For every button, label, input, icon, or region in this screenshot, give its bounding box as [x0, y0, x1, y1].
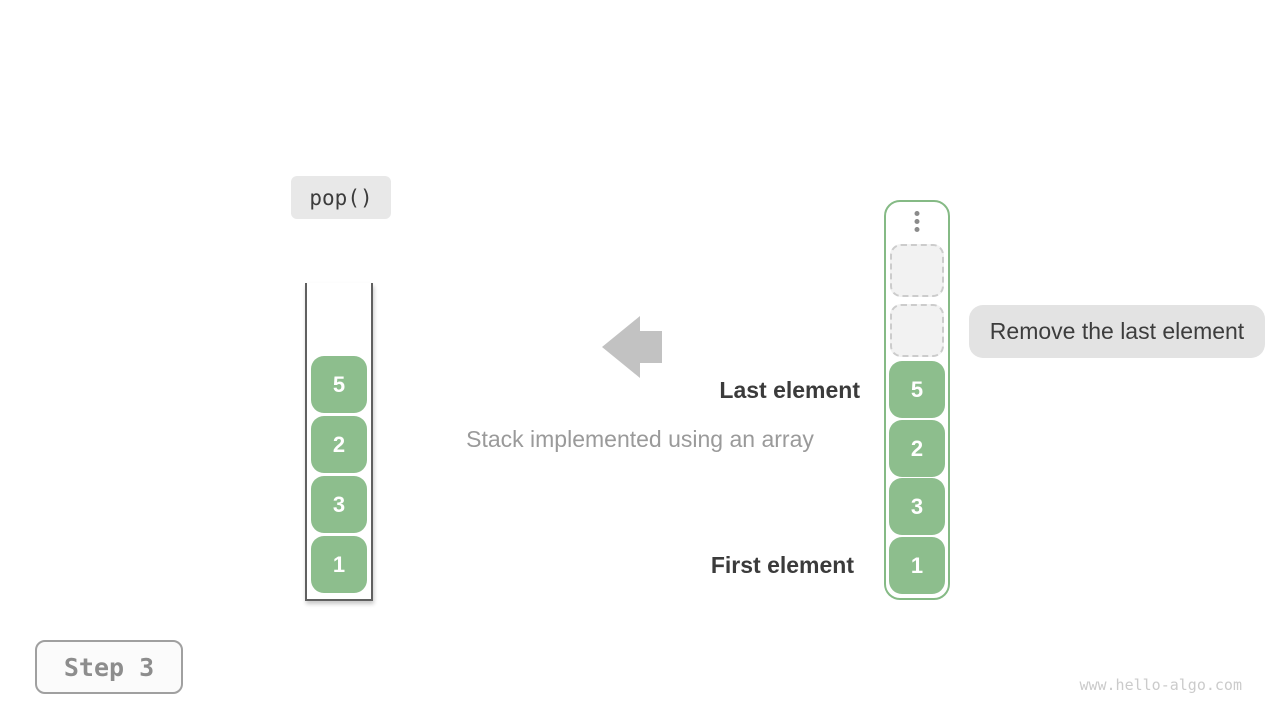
array-block: 2	[889, 420, 945, 477]
step-badge: Step 3	[35, 640, 183, 694]
array-container: 5 2 3 1	[884, 200, 950, 600]
stack-block: 1	[311, 536, 367, 593]
array-block: 5	[889, 361, 945, 418]
last-element-label: Last element	[719, 377, 860, 403]
first-element-label: First element	[710, 552, 854, 578]
array-empty-slot	[890, 304, 944, 357]
array-empty-slot	[890, 244, 944, 297]
watermark: www.hello-algo.com	[1079, 676, 1242, 694]
vertical-ellipsis-icon	[914, 211, 920, 232]
ellipsis-dot	[914, 227, 920, 232]
pop-operation-label: pop()	[291, 176, 391, 219]
ellipsis-dot	[914, 219, 920, 224]
remove-note-label: Remove the last element	[969, 305, 1265, 358]
stack-container: 5 2 3 1	[305, 283, 373, 601]
stack-block: 2	[311, 416, 367, 473]
stack-caption: Stack implemented using an array	[466, 426, 814, 452]
array-block: 3	[889, 478, 945, 535]
stack-block: 5	[311, 356, 367, 413]
stack-block: 3	[311, 476, 367, 533]
left-arrow-icon	[602, 316, 662, 378]
array-block: 1	[889, 537, 945, 594]
ellipsis-dot	[914, 211, 920, 216]
left-arrow-shape	[602, 316, 662, 378]
